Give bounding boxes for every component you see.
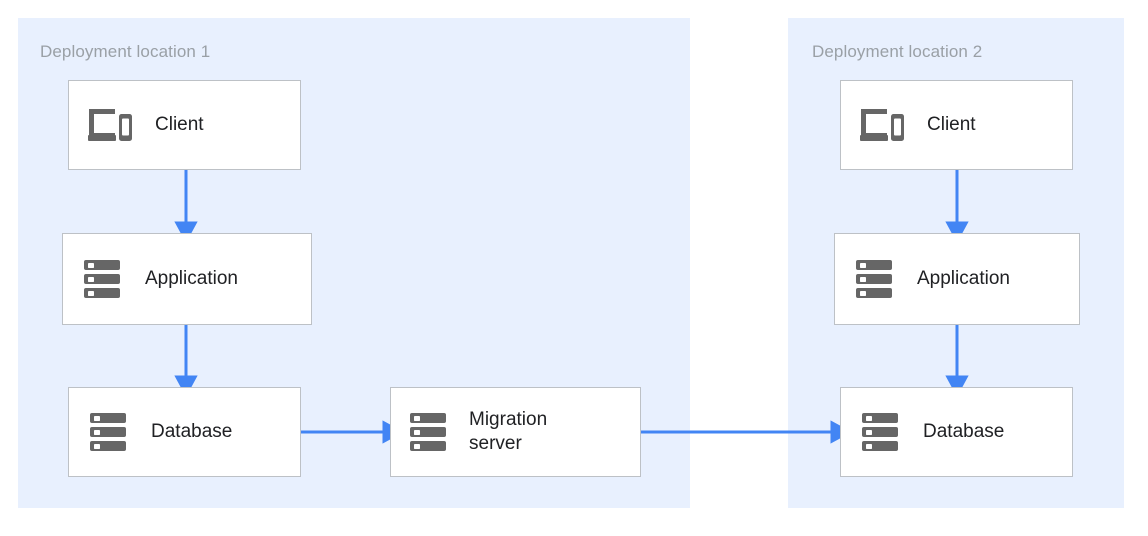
zone-label-deployment-location-2: Deployment location 2 [812, 42, 983, 61]
node-client-1[interactable]: Client [68, 80, 301, 170]
server-icon [409, 411, 447, 453]
node-label-database-1: Database [151, 421, 233, 443]
node-label-application-2: Application [917, 268, 1010, 290]
server-icon [89, 411, 127, 453]
node-migration-server[interactable]: Migration server [390, 387, 641, 477]
node-database-2[interactable]: Database [840, 387, 1073, 477]
node-application-1[interactable]: Application [62, 233, 312, 325]
zone-label-deployment-location-1: Deployment location 1 [40, 42, 211, 61]
node-database-1[interactable]: Database [68, 387, 301, 477]
client-devices-icon [85, 105, 133, 145]
node-client-2[interactable]: Client [840, 80, 1073, 170]
node-label-client-1: Client [155, 114, 204, 136]
node-label-migration-server: Migration server [469, 409, 548, 454]
node-application-2[interactable]: Application [834, 233, 1080, 325]
node-label-database-2: Database [923, 421, 1005, 443]
server-icon [855, 258, 893, 300]
node-label-client-2: Client [927, 114, 976, 136]
server-icon [83, 258, 121, 300]
server-icon [861, 411, 899, 453]
client-devices-icon [857, 105, 905, 145]
node-label-application-1: Application [145, 268, 238, 290]
